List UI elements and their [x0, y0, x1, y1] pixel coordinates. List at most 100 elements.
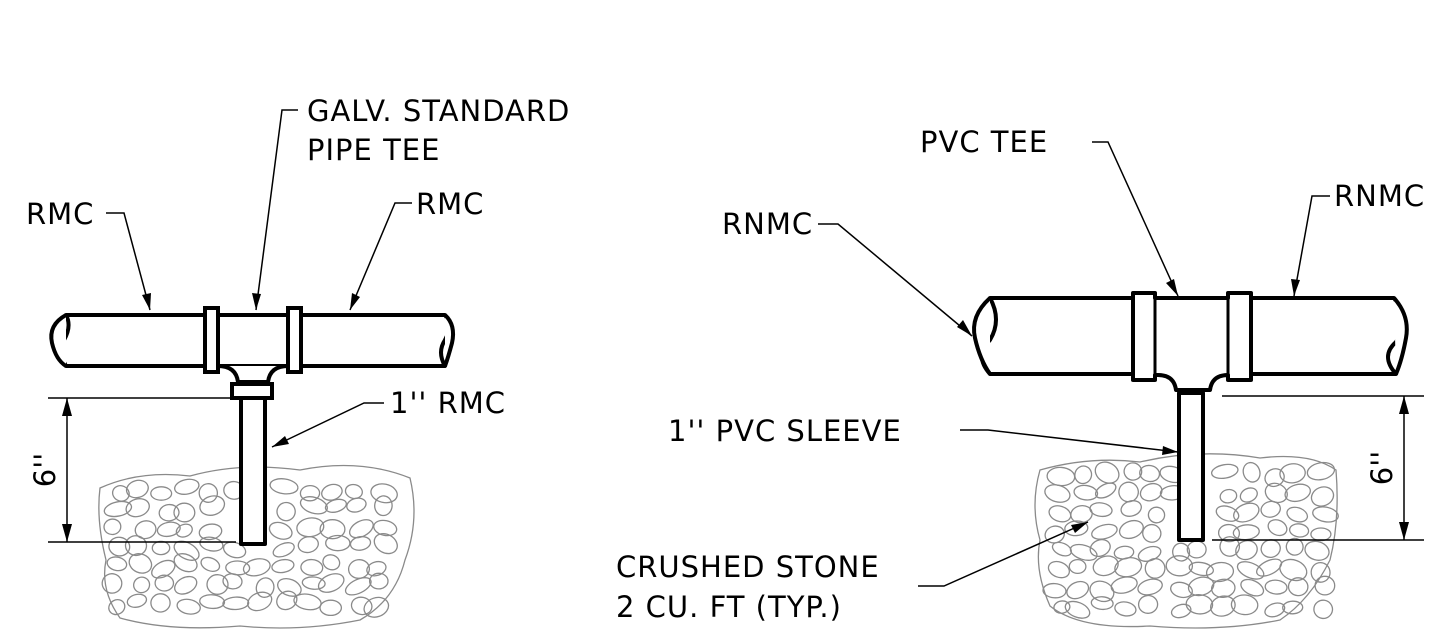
stone-pebble: [276, 501, 296, 522]
stone-pebble: [1137, 545, 1162, 562]
stone-pebble: [1313, 599, 1334, 620]
stone-pebble: [1123, 462, 1143, 481]
stone-pebble: [1310, 561, 1331, 583]
right-crushed-stone-bed: [1034, 453, 1339, 629]
stone-pebble: [1304, 540, 1330, 561]
stone-pebble: [111, 485, 130, 502]
left-dimension-label: 6'': [28, 453, 62, 487]
stone-pebble: [1267, 519, 1288, 537]
stone-pebble: [1137, 594, 1159, 614]
stone-pebble: [1044, 484, 1071, 503]
left-galv-tee: [203, 306, 303, 400]
stone-pebble: [301, 576, 326, 590]
right-leaders: [818, 141, 1330, 587]
stone-pebble: [1314, 575, 1336, 596]
stone-pebble: [344, 483, 363, 500]
stone-pebble: [242, 558, 271, 577]
stone-pebble: [1215, 505, 1240, 522]
stone-pebble: [1074, 465, 1093, 485]
left-detail: 6'' GALV. STANDARD: [26, 94, 570, 629]
left-rmc-label: RMC: [26, 197, 94, 231]
stone-pebble: [1185, 594, 1214, 615]
stone-pebble: [108, 599, 126, 616]
stone-pebble: [1288, 523, 1310, 538]
stone-pebble: [1089, 502, 1113, 518]
stone-pebble: [1144, 557, 1166, 579]
stone-pebble: [1210, 595, 1236, 617]
stone-pebble: [103, 518, 122, 536]
stone-pebble: [1310, 486, 1335, 507]
stone-pebble: [363, 596, 390, 618]
stone-pebble: [200, 556, 221, 572]
stone-pebble: [322, 554, 341, 571]
stone-pebble: [1219, 536, 1241, 557]
stone-pebble: [199, 594, 226, 610]
stone-pebble: [1090, 596, 1114, 611]
stone-pebble: [1172, 542, 1191, 562]
stone-pebble: [1285, 537, 1304, 556]
stone-pebble: [297, 536, 319, 554]
stone-pebble: [299, 484, 321, 502]
stone-pebble: [1114, 601, 1137, 617]
stone-pebble: [199, 536, 224, 552]
stone-pebble: [1236, 561, 1265, 580]
rmc-1in-label: 1'' RMC: [390, 386, 506, 420]
stone-pebble: [156, 521, 181, 538]
stone-pebble: [1230, 594, 1259, 616]
stone-pebble: [373, 519, 398, 537]
stone-pebble: [1312, 506, 1339, 523]
stone-pebble: [151, 559, 176, 579]
pvc-tee: [1131, 291, 1253, 392]
stone-pebble: [1066, 580, 1090, 600]
stone-pebble: [344, 577, 372, 596]
stone-pebble: [300, 558, 324, 577]
stone-pebble: [124, 535, 148, 557]
stone-pebble: [198, 523, 223, 541]
stone-pebble: [173, 540, 200, 561]
stone-pebble: [1139, 482, 1163, 502]
stone-pebble: [1205, 561, 1235, 583]
stone-pebble: [1264, 602, 1286, 618]
stone-pebble: [1114, 556, 1143, 578]
crushed-stone-label-line1: CRUSHED STONE: [616, 550, 880, 584]
stone-pebble: [222, 596, 250, 611]
stone-pebble: [368, 572, 389, 590]
stone-pebble: [1068, 558, 1087, 575]
stone-pebble: [370, 483, 398, 504]
stone-pebble: [319, 519, 346, 540]
stone-pebble: [222, 541, 247, 559]
left-vertical-1in-rmc: [239, 396, 267, 546]
stone-pebble: [1219, 488, 1238, 504]
right-detail: 6'' PVC TEE: [668, 125, 1424, 629]
left-crushed-stone-bed: [98, 464, 415, 629]
stone-pebble: [1042, 582, 1067, 599]
stone-pebble: [1142, 523, 1162, 543]
stone-pebble: [366, 560, 387, 577]
stone-pebble: [1110, 576, 1138, 594]
stone-pebble: [1260, 539, 1281, 558]
stone-pebble: [1242, 461, 1261, 483]
stone-pebble: [349, 535, 372, 551]
stone-pebble: [1287, 577, 1309, 597]
stone-pebble: [269, 478, 299, 495]
stone-pebble: [199, 495, 226, 516]
stone-pebble: [1260, 500, 1281, 518]
stone-pebble: [1210, 578, 1236, 598]
stone-pebble: [1053, 600, 1071, 614]
stone-pebble: [277, 577, 302, 597]
left-dimension-6in: 6'': [28, 397, 236, 543]
stone-pebble: [293, 593, 322, 611]
rnmc-left-label: RNMC: [722, 207, 813, 241]
stone-pebble: [325, 534, 351, 552]
stone-pebble: [125, 479, 149, 499]
stone-pebble: [317, 573, 345, 593]
stone-pebble: [1279, 463, 1306, 484]
stone-pebble: [1186, 540, 1207, 559]
stone-pebble: [1120, 500, 1142, 517]
stone-pebble: [175, 523, 193, 538]
stone-pebble: [1170, 581, 1193, 599]
right-dimension-6in: 6'': [1212, 395, 1424, 541]
left-tee-label-line1: GALV. STANDARD: [307, 94, 570, 128]
